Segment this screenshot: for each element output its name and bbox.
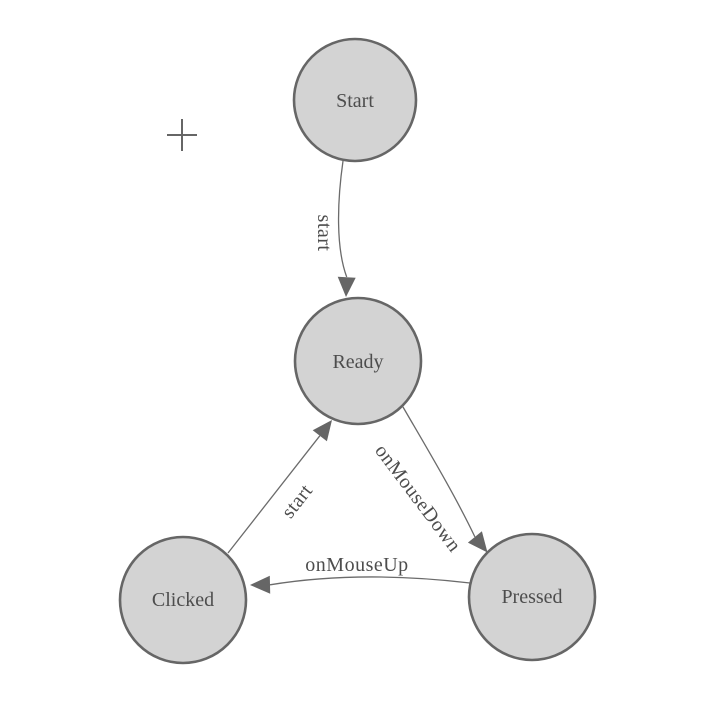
node-ready[interactable]: Ready	[293, 296, 423, 426]
arrowhead-icon	[312, 420, 332, 442]
arrowhead-icon	[250, 575, 271, 594]
edge-line[interactable]	[227, 435, 321, 554]
node-start-label: Start	[336, 90, 374, 112]
edge-label: start	[313, 215, 335, 252]
node-ready-circle[interactable]	[293, 296, 423, 426]
node-pressed-label: Pressed	[501, 586, 562, 608]
edge-label: start	[277, 480, 317, 523]
edge-ready-to-pressed[interactable]: onMouseDown	[370, 406, 488, 556]
edge-line[interactable]	[269, 576, 471, 586]
edge-start-to-ready[interactable]: start	[313, 160, 356, 297]
node-start[interactable]: Start	[292, 37, 418, 163]
edge-label: onMouseUp	[305, 554, 408, 576]
node-clicked-circle[interactable]	[118, 535, 248, 665]
crosshair-cursor-icon	[167, 119, 197, 151]
node-start-circle[interactable]	[292, 37, 418, 163]
edge-pressed-to-clicked[interactable]: onMouseUp	[250, 554, 471, 594]
node-clicked[interactable]: Clicked	[118, 535, 248, 665]
node-clicked-label: Clicked	[152, 589, 214, 611]
node-ready-label: Ready	[332, 351, 383, 373]
arrowhead-icon	[337, 276, 356, 297]
edge-clicked-to-ready[interactable]: start	[227, 420, 332, 554]
edge-line[interactable]	[402, 406, 476, 538]
edge-line[interactable]	[337, 160, 348, 278]
arrowhead-icon	[467, 531, 488, 553]
node-pressed-circle[interactable]	[467, 532, 597, 662]
node-pressed[interactable]: Pressed	[467, 532, 597, 662]
edge-label: onMouseDown	[370, 440, 465, 556]
